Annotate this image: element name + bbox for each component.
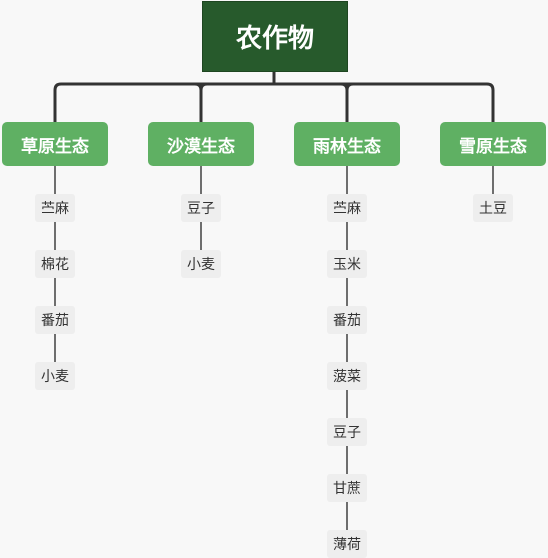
leaf-node[interactable]: 菠菜 [327,362,367,390]
bus-line [53,82,495,124]
leaf-node[interactable]: 薄荷 [327,530,367,558]
leaf-node[interactable]: 土豆 [473,194,513,222]
leaf-node[interactable]: 小麦 [35,362,75,390]
leaf-node[interactable]: 苎麻 [35,194,75,222]
leaf-node[interactable]: 豆子 [327,418,367,446]
leaf-node[interactable]: 棉花 [35,250,75,278]
root-node[interactable]: 农作物 [202,1,348,72]
leaf-node[interactable]: 豆子 [181,194,221,222]
leaf-node[interactable]: 玉米 [327,250,367,278]
leaf-node[interactable]: 番茄 [327,306,367,334]
branch-node-2[interactable]: 沙漠生态 [148,122,254,166]
leaf-node[interactable]: 苎麻 [327,194,367,222]
leaf-node[interactable]: 小麦 [181,250,221,278]
branch-node-3[interactable]: 雨林生态 [294,122,400,166]
leaf-node[interactable]: 甘蔗 [327,474,367,502]
branch-drop-line-3 [339,82,355,124]
branch-node-4[interactable]: 雪原生态 [440,122,546,166]
branch-drop-line-2 [193,82,209,124]
branch-node-1[interactable]: 草原生态 [2,122,108,166]
leaf-node[interactable]: 番茄 [35,306,75,334]
